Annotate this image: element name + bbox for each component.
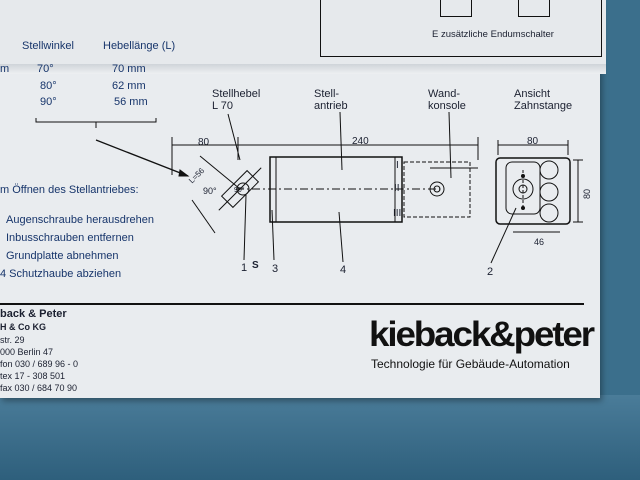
switch-symbol-left — [440, 0, 472, 17]
table-row-angle: 80° — [40, 80, 57, 92]
label-view-2: Zahnstange — [514, 100, 573, 112]
dim-80-right: 80 — [527, 136, 539, 147]
table-row-length: 62 mm — [112, 80, 146, 92]
table-row-length: 56 mm — [114, 96, 148, 108]
label-lever-size: L 70 — [212, 100, 234, 112]
callout-2: 2 — [487, 266, 494, 278]
paper-fold — [0, 64, 606, 74]
label-view-1: Ansicht — [514, 88, 551, 100]
label-drive-2: antrieb — [314, 100, 348, 112]
address-line: fon 030 / 689 96 - 0 — [0, 359, 79, 369]
address-line: str. 29 — [0, 335, 25, 345]
table-header-length: Hebellänge (L) — [103, 40, 176, 52]
table-surface — [0, 395, 640, 480]
instruction-step: 4 Schutzhaube abziehen — [0, 268, 122, 280]
company-tagline: Technologie für Gebäude-Automation — [371, 357, 570, 371]
dim-90deg-small: 90° — [234, 187, 245, 194]
callout-4: 4 — [340, 264, 347, 276]
table-row-angle: 70° — [37, 63, 54, 75]
callout-s: S — [252, 260, 259, 271]
label-console-2: konsole — [428, 100, 466, 112]
callout-1: 1 — [241, 262, 248, 274]
position-I: I — [396, 160, 399, 171]
instruction-step: Augenschraube herausdrehen — [6, 214, 155, 226]
dim-46: 46 — [534, 237, 545, 247]
address-line: fax 030 / 684 70 90 — [0, 383, 78, 393]
table-row-length: 70 mm — [112, 63, 146, 75]
address-line: 000 Berlin 47 — [0, 347, 54, 357]
address-line: H & Co KG — [0, 322, 46, 332]
position-III: III — [393, 208, 402, 219]
instructions-title: m Öffnen des Stellantriebes: — [0, 184, 139, 196]
table-unit-cut: m — [0, 63, 10, 75]
address-company: back & Peter — [0, 308, 67, 320]
dim-90deg: 90° — [203, 186, 217, 196]
switch-diagram-box — [320, 0, 602, 57]
instruction-step: Inbusschrauben entfernen — [6, 232, 134, 244]
top-box-caption: E zusätzliche Endumschalter — [432, 29, 554, 40]
label-lever: Stellhebel — [212, 88, 261, 100]
dim-80: 80 — [198, 137, 210, 148]
footer-rule — [0, 303, 584, 305]
label-console-1: Wand- — [428, 88, 460, 100]
label-drive-1: Stell- — [314, 88, 340, 100]
dim-240: 240 — [352, 136, 369, 147]
callout-3: 3 — [272, 263, 279, 275]
instruction-step: Grundplatte abnehmen — [6, 250, 119, 262]
company-logo: kieback&peter — [369, 315, 595, 354]
table-row-angle: 90° — [40, 96, 57, 108]
table-header-angle: Stellwinkel — [22, 40, 74, 52]
address-line: tex 17 - 308 501 — [0, 371, 66, 381]
switch-symbol-right — [518, 0, 550, 17]
